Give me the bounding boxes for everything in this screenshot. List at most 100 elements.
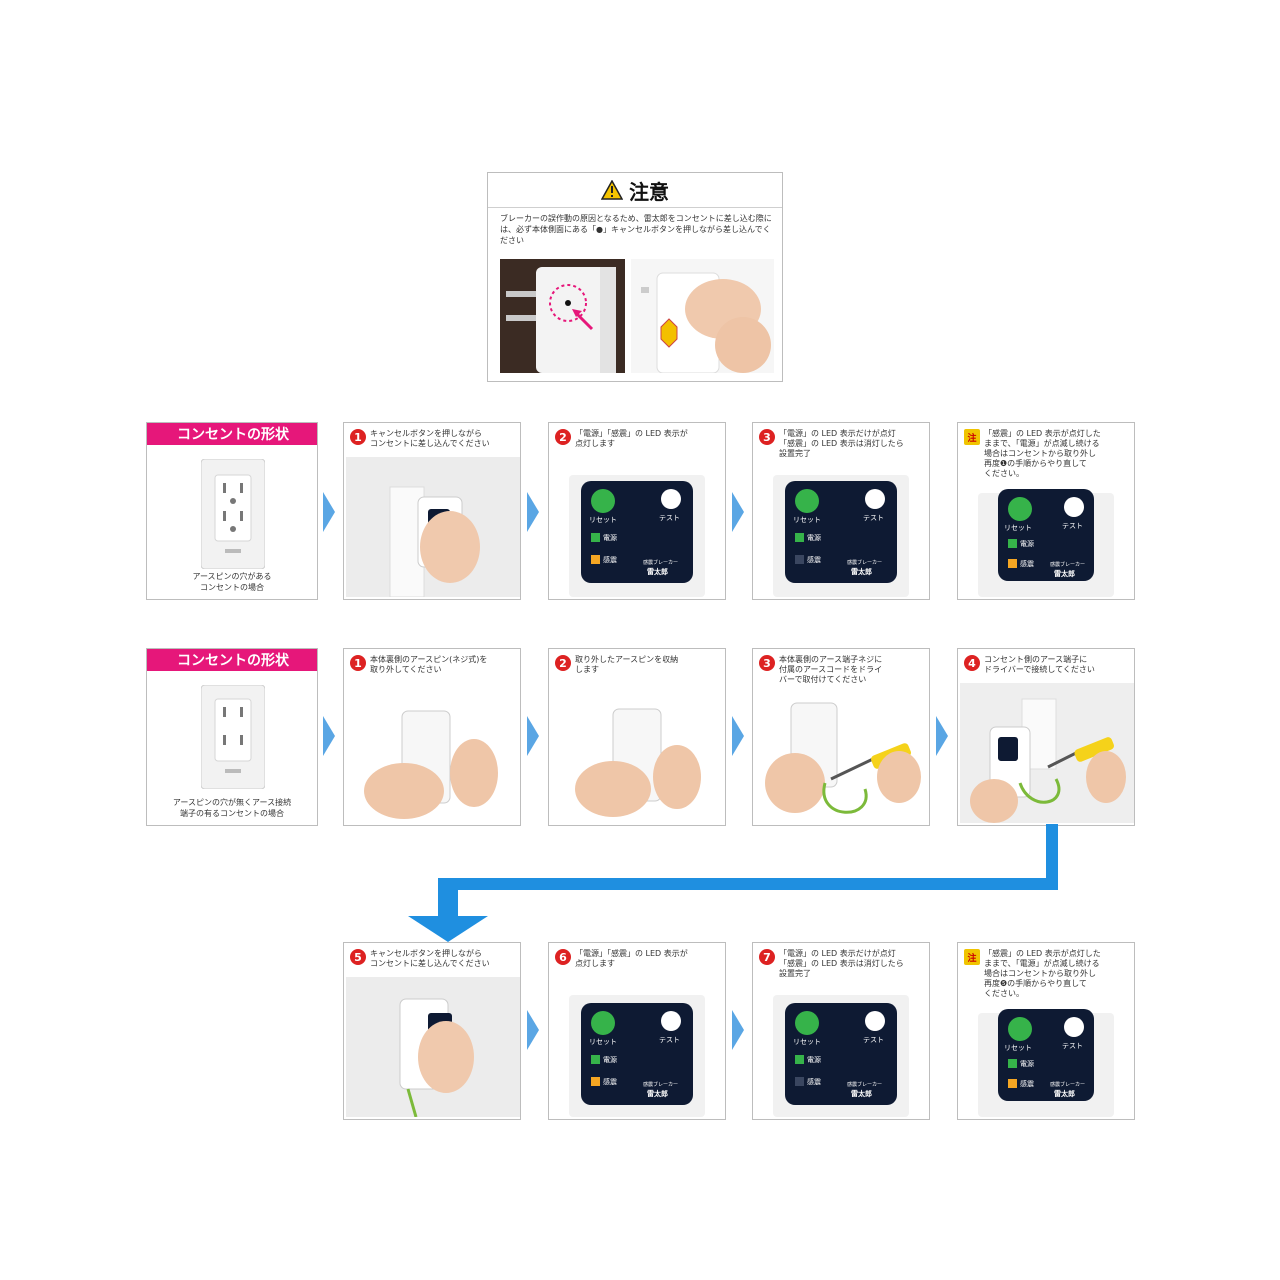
outlet-shape-label: コンセントの形状 bbox=[147, 649, 317, 671]
warning-icon bbox=[601, 180, 623, 200]
note-text: 「感震」の LED 表示が点灯した ままで、「電源」が点滅し続ける 場合はコンセ… bbox=[984, 949, 1101, 998]
led-control-panel: リセット テスト 電源 感震 感震ブレーカー 雷太郎 bbox=[785, 1003, 897, 1105]
power-led-icon bbox=[795, 1055, 804, 1064]
test-led-icon bbox=[865, 489, 885, 509]
row2-step-2: 2 取り外したアースピンを収納 します bbox=[548, 648, 726, 826]
step-number: 1 bbox=[350, 429, 366, 445]
led-power-label: 電源 bbox=[807, 534, 821, 542]
led-power-label: 電源 bbox=[807, 1056, 821, 1064]
reset-led-icon bbox=[591, 1011, 615, 1035]
brand-label: 雷太郎 bbox=[1054, 570, 1075, 578]
led-test-label: テスト bbox=[863, 514, 884, 522]
step-number: 5 bbox=[350, 949, 366, 965]
brand-label: 雷太郎 bbox=[851, 1090, 872, 1098]
step-text: キャンセルボタンを押しながら コンセントに差し込んでください bbox=[370, 429, 490, 448]
led-quake-label: 感震 bbox=[603, 1078, 617, 1086]
quake-led-icon bbox=[1008, 559, 1017, 568]
step-text: 本体裏側のアースピン(ネジ式)を 取り外してください bbox=[370, 655, 488, 674]
arrow-right-icon bbox=[323, 716, 335, 756]
step-text: 「電源」の LED 表示だけが点灯 「感震」の LED 表示は消灯したら 設置完… bbox=[779, 429, 904, 458]
outlet-shape-panel-2: コンセントの形状 アースピンの穴が無くアース接続 端子の有るコンセントの場合 bbox=[146, 648, 318, 826]
pressing-cancel-button-photo bbox=[631, 259, 774, 373]
brand-label: 雷太郎 bbox=[1054, 1090, 1075, 1098]
step-text: 取り外したアースピンを収納 します bbox=[575, 655, 679, 674]
step-text: キャンセルボタンを押しながら コンセントに差し込んでください bbox=[370, 949, 490, 968]
led-control-panel: リセット テスト 電源 感震 感震ブレーカー 雷太郎 bbox=[785, 481, 897, 583]
led-power-label: 電源 bbox=[603, 1056, 617, 1064]
outlet-shape-caption: アースピンの穴が無くアース接続 端子の有るコンセントの場合 bbox=[172, 798, 292, 818]
led-power-label: 電源 bbox=[1020, 540, 1034, 548]
test-led-icon bbox=[661, 1011, 681, 1031]
connect-outlet-ground-photo bbox=[960, 683, 1134, 823]
step-text: 「電源」「感震」の LED 表示が 点灯します bbox=[575, 429, 688, 448]
row3-note: 注 「感震」の LED 表示が点灯した ままで、「電源」が点滅し続ける 場合はコ… bbox=[957, 942, 1135, 1120]
caution-header: 注意 bbox=[488, 173, 782, 208]
power-led-icon bbox=[1008, 539, 1017, 548]
brand-label: 雷太郎 bbox=[647, 1090, 668, 1098]
step-text: 「電源」の LED 表示だけが点灯 「感震」の LED 表示は消灯したら 設置完… bbox=[779, 949, 904, 978]
led-reset-label: リセット bbox=[793, 1038, 821, 1046]
row1-step-3: 3 「電源」の LED 表示だけが点灯 「感震」の LED 表示は消灯したら 設… bbox=[752, 422, 930, 600]
arrow-right-icon bbox=[323, 492, 335, 532]
quake-led-icon bbox=[591, 555, 600, 564]
led-test-label: テスト bbox=[863, 1036, 884, 1044]
reset-led-icon bbox=[795, 1011, 819, 1035]
note-badge: 注 bbox=[964, 429, 980, 445]
led-control-panel: リセット テスト 電源 感震 感震ブレーカー 雷太郎 bbox=[581, 481, 693, 583]
led-reset-label: リセット bbox=[793, 516, 821, 524]
outlet-shape-panel-1: コンセントの形状 アースピンの穴がある コンセントの場合 bbox=[146, 422, 318, 600]
brand-label: 雷太郎 bbox=[647, 568, 668, 576]
step-number: 4 bbox=[964, 655, 980, 671]
power-led-icon bbox=[591, 533, 600, 542]
step-text: 本体裏側のアース端子ネジに 付属のアースコードをドライ バーで取付けてください bbox=[779, 655, 883, 684]
step-number: 3 bbox=[759, 429, 775, 445]
led-quake-label: 感震 bbox=[1020, 560, 1034, 568]
brand-small-label: 感震ブレーカー bbox=[847, 560, 883, 566]
led-control-panel: リセット テスト 電源 感震 感震ブレーカー 雷太郎 bbox=[581, 1003, 693, 1105]
outlet-shape-caption: アースピンの穴がある コンセントの場合 bbox=[192, 572, 272, 592]
led-power-label: 電源 bbox=[1020, 1060, 1034, 1068]
remove-ground-pin-photo bbox=[346, 683, 520, 823]
attach-ground-cord-photo bbox=[755, 693, 929, 823]
led-reset-label: リセット bbox=[1004, 1044, 1032, 1052]
led-quake-label: 感震 bbox=[603, 556, 617, 564]
note-text: 「感震」の LED 表示が点灯した ままで、「電源」が点滅し続ける 場合はコンセ… bbox=[984, 429, 1101, 478]
caution-panel: 注意 ブレーカーの誤作動の原因となるため、雷太郎をコンセントに差し込む際には、必… bbox=[487, 172, 783, 382]
power-led-icon bbox=[591, 1055, 600, 1064]
power-led-icon bbox=[795, 533, 804, 542]
arrow-right-icon bbox=[527, 716, 539, 756]
test-led-icon bbox=[661, 489, 681, 509]
test-led-icon bbox=[1064, 1017, 1084, 1037]
led-test-label: テスト bbox=[659, 1036, 680, 1044]
caution-title: 注意 bbox=[629, 179, 669, 204]
caution-text: ブレーカーの誤作動の原因となるため、雷太郎をコンセントに差し込む際には、必ず本体… bbox=[500, 214, 772, 245]
return-arrow-icon bbox=[408, 824, 1058, 942]
row1-step-1: 1 キャンセルボタンを押しながら コンセントに差し込んでください bbox=[343, 422, 521, 600]
quake-led-off-icon bbox=[795, 555, 804, 564]
row3-step-5: 5 キャンセルボタンを押しながら コンセントに差し込んでください bbox=[343, 942, 521, 1120]
brand-small-label: 感震ブレーカー bbox=[1050, 562, 1086, 568]
step-text: コンセント側のアース端子に ドライバーで接続してください bbox=[984, 655, 1095, 674]
cancel-button-closeup-photo bbox=[500, 259, 625, 373]
led-test-label: テスト bbox=[1062, 1042, 1083, 1050]
brand-small-label: 感震ブレーカー bbox=[1050, 1082, 1086, 1088]
grounded-outlet-icon bbox=[201, 459, 265, 569]
step-number: 6 bbox=[555, 949, 571, 965]
row3-step-7: 7 「電源」の LED 表示だけが点灯 「感震」の LED 表示は消灯したら 設… bbox=[752, 942, 930, 1120]
step-number: 2 bbox=[555, 655, 571, 671]
led-reset-label: リセット bbox=[589, 516, 617, 524]
led-test-label: テスト bbox=[1062, 522, 1083, 530]
led-control-panel: リセット テスト 電源 感震 感震ブレーカー 雷太郎 bbox=[998, 489, 1094, 581]
row1-note: 注 「感震」の LED 表示が点灯した ままで、「電源」が点滅し続ける 場合はコ… bbox=[957, 422, 1135, 600]
led-test-label: テスト bbox=[659, 514, 680, 522]
step-number: 1 bbox=[350, 655, 366, 671]
led-control-panel: リセット テスト 電源 感震 感震ブレーカー 雷太郎 bbox=[998, 1009, 1094, 1101]
test-led-icon bbox=[1064, 497, 1084, 517]
row1-step-2: 2 「電源」「感震」の LED 表示が 点灯します リセット テスト 電源 感震… bbox=[548, 422, 726, 600]
row3-step-6: 6 「電源」「感震」の LED 表示が 点灯します リセット テスト 電源 感震… bbox=[548, 942, 726, 1120]
arrow-right-icon bbox=[936, 716, 948, 756]
quake-led-icon bbox=[1008, 1079, 1017, 1088]
led-quake-label: 感震 bbox=[1020, 1080, 1034, 1088]
led-quake-label: 感震 bbox=[807, 1078, 821, 1086]
led-power-label: 電源 bbox=[603, 534, 617, 542]
